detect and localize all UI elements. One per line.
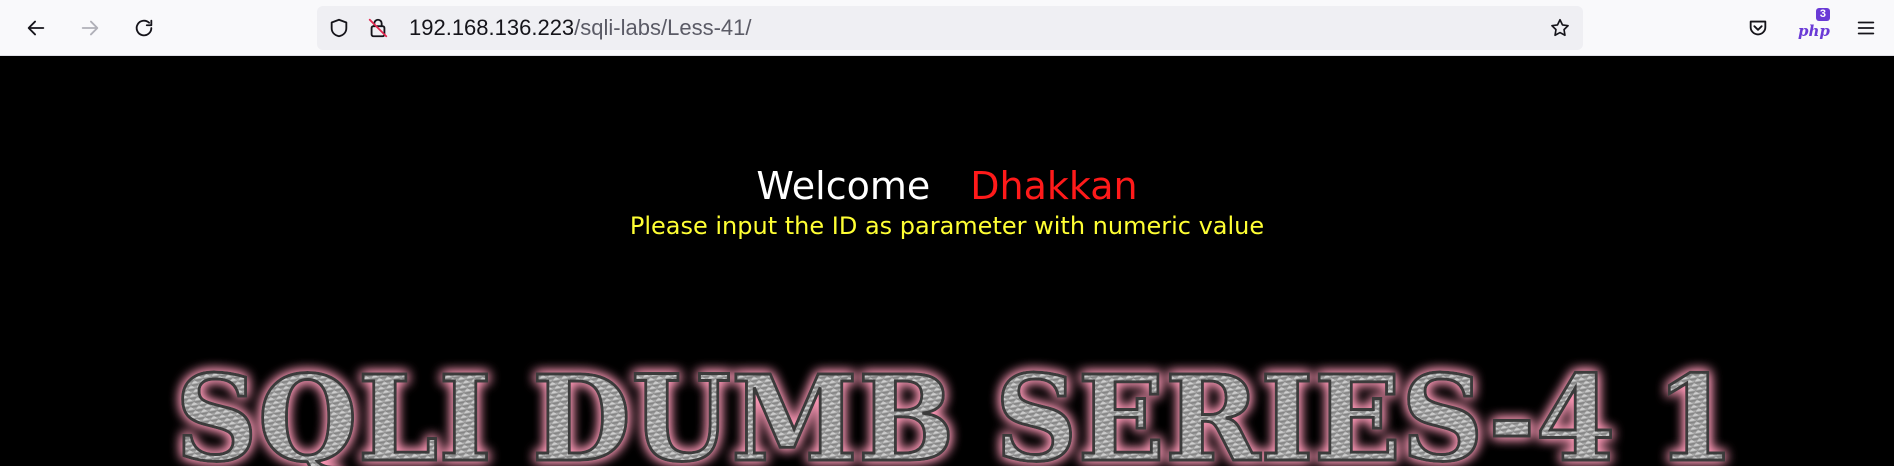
instruction-text: Please input the ID as parameter with nu… [629, 212, 1265, 240]
hamburger-menu-icon[interactable] [1848, 10, 1884, 46]
pocket-icon[interactable] [1740, 10, 1776, 46]
sqli-banner-logo: SQLI DUMB SERIES-4 1 [174, 348, 1737, 466]
reload-icon[interactable] [126, 10, 162, 46]
url-path: /sqli-labs/Less-41/ [574, 15, 752, 40]
url-host: 192.168.136.223 [409, 15, 575, 40]
banner-text: SQLI DUMB SERIES-4 1 [175, 349, 1735, 466]
browser-toolbar: 192.168.136.223/sqli-labs/Less-41/ php 3 [0, 0, 1894, 56]
star-icon[interactable] [1549, 17, 1571, 39]
url-bar[interactable]: 192.168.136.223/sqli-labs/Less-41/ [317, 6, 1583, 50]
php-extension-button[interactable]: php 3 [1794, 8, 1830, 46]
php-extension-label: php [1798, 22, 1830, 40]
user-name: Dhakkan [970, 164, 1138, 208]
extension-badge: 3 [1815, 8, 1830, 21]
shield-icon[interactable] [328, 17, 350, 39]
page-content: Welcome Dhakkan Please input the ID as pa… [0, 56, 1894, 466]
forward-arrow-icon[interactable] [72, 10, 108, 46]
welcome-text: Welcome [756, 164, 931, 208]
back-arrow-icon[interactable] [18, 10, 54, 46]
welcome-heading: Welcome Dhakkan [0, 164, 1894, 208]
url-text[interactable]: 192.168.136.223/sqli-labs/Less-41/ [409, 6, 751, 50]
insecure-lock-icon[interactable] [367, 17, 389, 39]
